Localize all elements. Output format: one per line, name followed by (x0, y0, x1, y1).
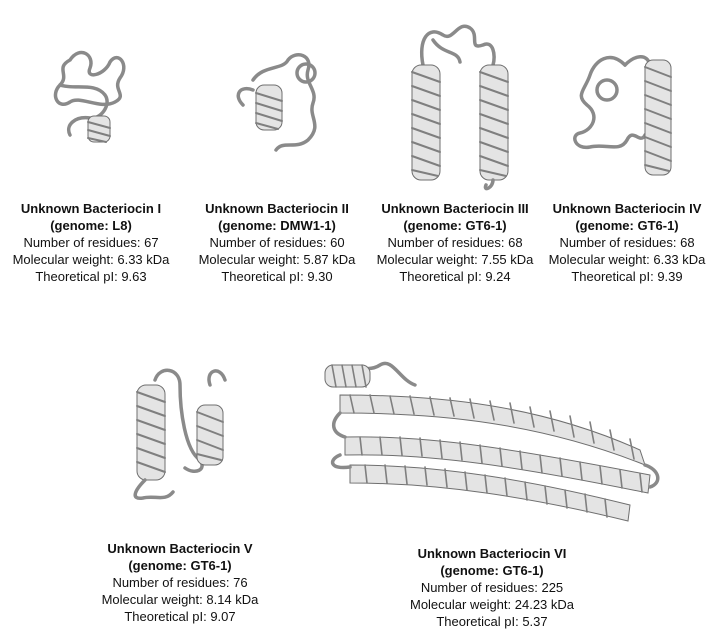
bacteriocin-5-name: Unknown Bacteriocin V (80, 540, 280, 557)
structure-bacteriocin-3 (398, 10, 528, 195)
bacteriocin-6-residues: Number of residues: 225 (392, 579, 592, 596)
bacteriocin-5-genome: (genome: GT6-1) (80, 557, 280, 574)
bacteriocin-2-pi: Theoretical pI: 9.30 (186, 268, 368, 285)
structure-bacteriocin-4 (565, 35, 685, 190)
bacteriocin-5-residues: Number of residues: 76 (80, 574, 280, 591)
bacteriocin-4-name: Unknown Bacteriocin IV (540, 200, 714, 217)
bacteriocin-6-pi: Theoretical pI: 5.37 (392, 613, 592, 630)
bacteriocin-3-genome: (genome: GT6-1) (364, 217, 546, 234)
bacteriocin-6-name: Unknown Bacteriocin VI (392, 545, 592, 562)
bacteriocin-3-weight: Molecular weight: 7.55 kDa (364, 251, 546, 268)
structure-bacteriocin-2 (228, 45, 338, 160)
bacteriocin-2-residues: Number of residues: 60 (186, 234, 368, 251)
bacteriocin-3-pi: Theoretical pI: 9.24 (364, 268, 546, 285)
bacteriocin-1-pi: Theoretical pI: 9.63 (0, 268, 182, 285)
bacteriocin-5-pi: Theoretical pI: 9.07 (80, 608, 280, 625)
bacteriocin-3-residues: Number of residues: 68 (364, 234, 546, 251)
bacteriocin-4-genome: (genome: GT6-1) (540, 217, 714, 234)
bacteriocin-5-weight: Molecular weight: 8.14 kDa (80, 591, 280, 608)
bacteriocin-2-weight: Molecular weight: 5.87 kDa (186, 251, 368, 268)
bacteriocin-2-name: Unknown Bacteriocin II (186, 200, 368, 217)
bacteriocin-6-weight: Molecular weight: 24.23 kDa (392, 596, 592, 613)
bacteriocin-6-genome: (genome: GT6-1) (392, 562, 592, 579)
bacteriocin-1-residues: Number of residues: 67 (0, 234, 182, 251)
bacteriocin-1-name: Unknown Bacteriocin I (0, 200, 182, 217)
structure-bacteriocin-1 (40, 40, 140, 160)
bacteriocin-4-pi: Theoretical pI: 9.39 (540, 268, 714, 285)
structure-bacteriocin-5 (125, 360, 245, 510)
bacteriocin-4-residues: Number of residues: 68 (540, 234, 714, 251)
bacteriocin-2-genome: (genome: DMW1-1) (186, 217, 368, 234)
structure-bacteriocin-6 (320, 355, 665, 530)
bacteriocin-3-name: Unknown Bacteriocin III (364, 200, 546, 217)
bacteriocin-1-weight: Molecular weight: 6.33 kDa (0, 251, 182, 268)
bacteriocin-1-genome: (genome: L8) (0, 217, 182, 234)
bacteriocin-4-weight: Molecular weight: 6.33 kDa (540, 251, 714, 268)
